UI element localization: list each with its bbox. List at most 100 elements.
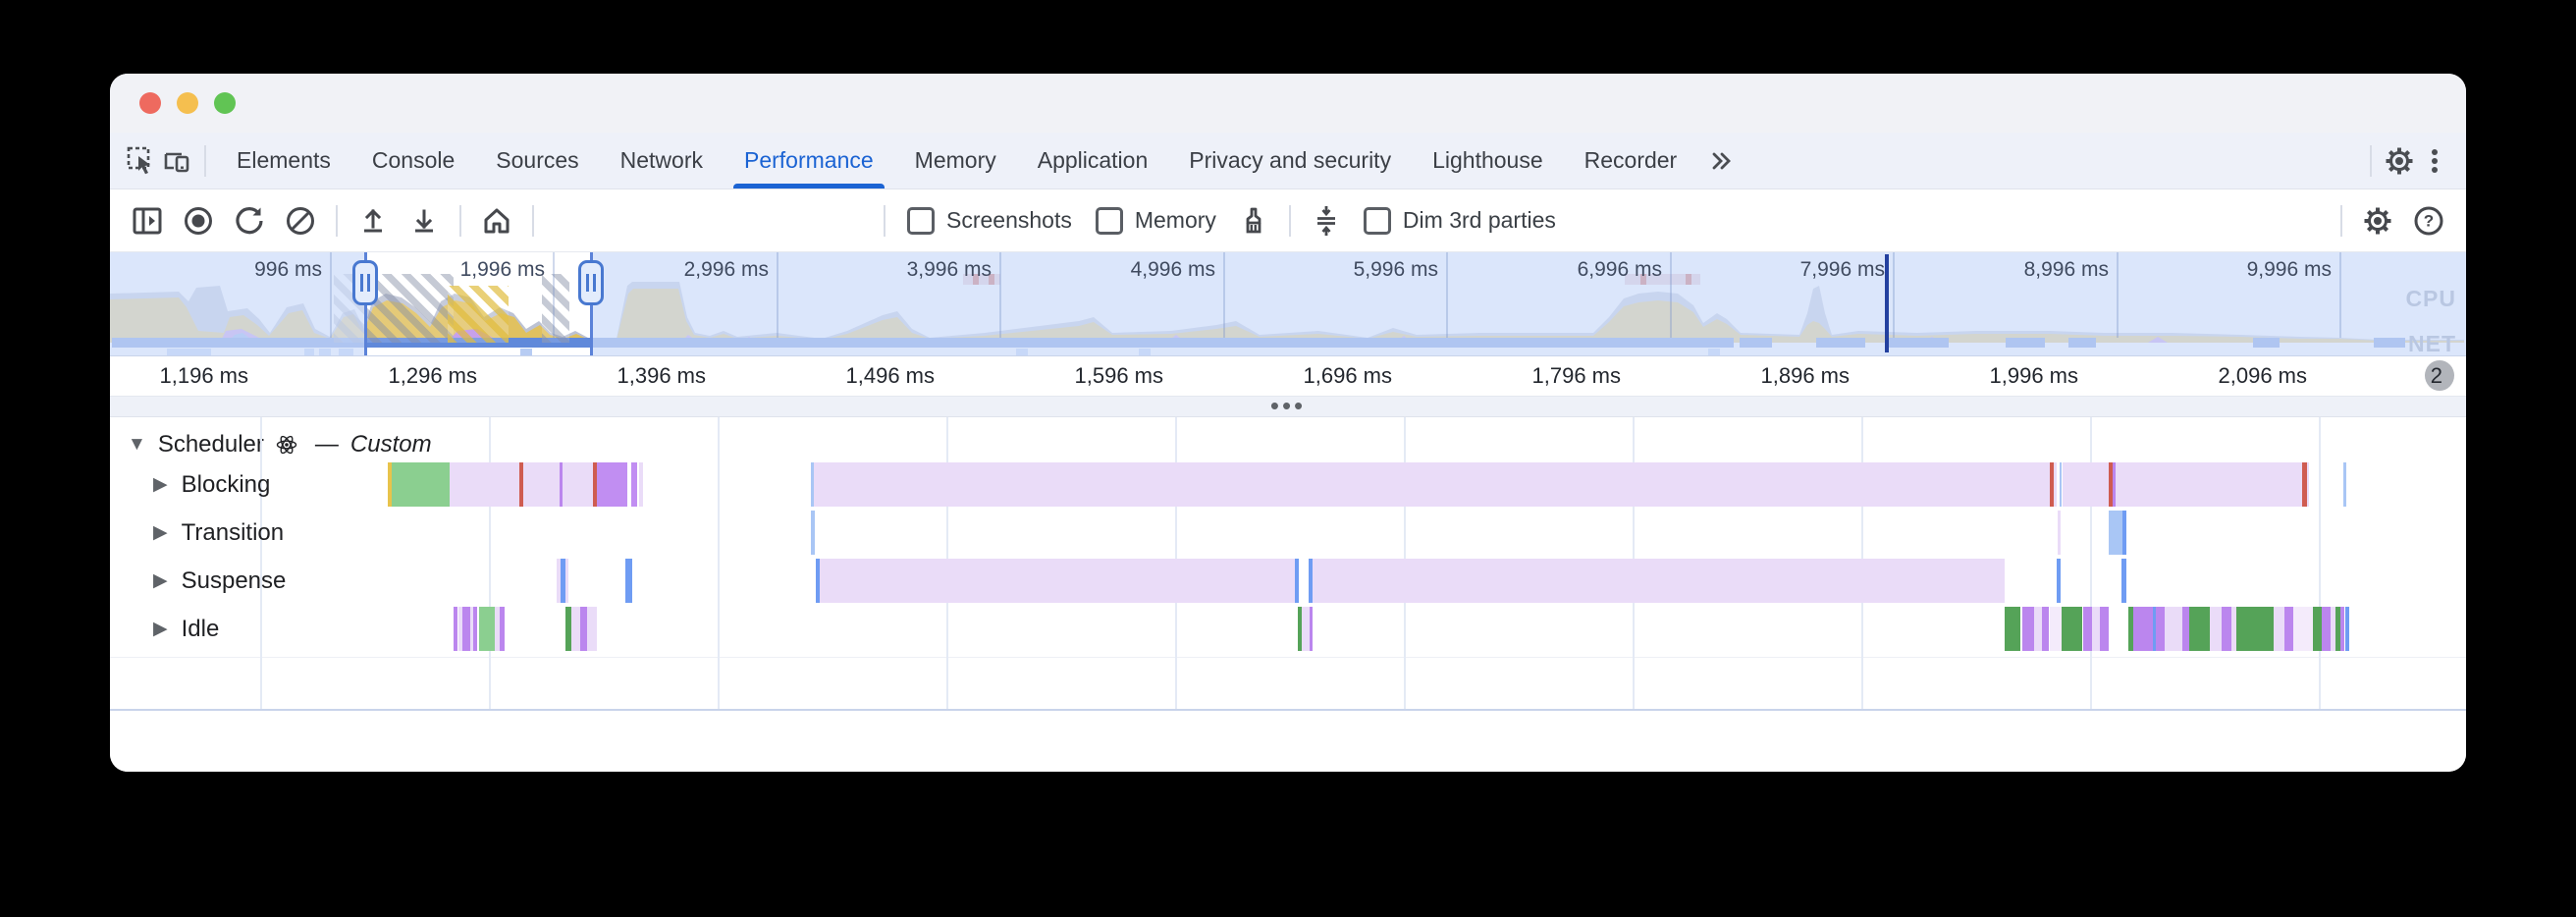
flame-segment[interactable] bbox=[597, 462, 627, 507]
collapse-caret-icon[interactable]: ▼ bbox=[128, 434, 146, 455]
help-icon[interactable]: ? bbox=[2403, 197, 2454, 244]
flame-segment[interactable] bbox=[816, 559, 1295, 603]
flame-segment[interactable] bbox=[2153, 607, 2156, 651]
flame-segment[interactable] bbox=[625, 559, 632, 603]
flame-segment[interactable] bbox=[2340, 607, 2344, 651]
flame-segment[interactable] bbox=[2128, 607, 2133, 651]
flame-segment[interactable] bbox=[2092, 607, 2100, 651]
zoom-window-button[interactable] bbox=[214, 92, 236, 114]
flame-segment[interactable] bbox=[2322, 607, 2331, 651]
flame-segment[interactable] bbox=[2057, 559, 2061, 603]
flame-segment[interactable] bbox=[811, 462, 2309, 507]
track-row-transition[interactable]: ▶Transition bbox=[153, 509, 284, 557]
device-toolbar-icon[interactable] bbox=[159, 143, 194, 179]
tab-memory[interactable]: Memory bbox=[914, 147, 996, 173]
flame-segment[interactable] bbox=[1309, 559, 1313, 603]
memory-checkbox[interactable]: Memory bbox=[1095, 206, 1216, 235]
close-window-button[interactable] bbox=[139, 92, 161, 114]
flame-segment[interactable] bbox=[495, 607, 500, 651]
expand-caret-icon[interactable]: ▶ bbox=[153, 474, 168, 495]
scrollbar-thumb[interactable] bbox=[2425, 360, 2454, 391]
flame-segment[interactable] bbox=[580, 607, 587, 651]
expand-caret-icon[interactable]: ▶ bbox=[153, 570, 168, 591]
flame-segment[interactable] bbox=[2100, 607, 2109, 651]
flame-segment[interactable] bbox=[2236, 607, 2274, 651]
flame-segment[interactable] bbox=[2113, 462, 2116, 507]
shortcuts-dialog-icon[interactable] bbox=[1301, 197, 1352, 244]
dim-3rd-parties-checkbox[interactable]: Dim 3rd parties bbox=[1363, 206, 1556, 235]
flame-segment[interactable] bbox=[2109, 511, 2122, 555]
screenshots-checkbox-box[interactable] bbox=[907, 206, 935, 235]
flame-segment[interactable] bbox=[2284, 607, 2293, 651]
divider-grip-icon[interactable]: ••• bbox=[1269, 391, 1307, 420]
flame-segment[interactable] bbox=[639, 462, 643, 507]
flame-segment[interactable] bbox=[479, 607, 495, 651]
flame-segment[interactable] bbox=[2313, 607, 2322, 651]
playhead-marker[interactable] bbox=[1885, 254, 1889, 352]
clear-icon[interactable] bbox=[275, 197, 326, 244]
settings-gear-icon[interactable] bbox=[2382, 143, 2417, 179]
flame-segment[interactable] bbox=[2345, 607, 2349, 651]
flame-segment[interactable] bbox=[2050, 607, 2062, 651]
tab-recorder[interactable]: Recorder bbox=[1583, 147, 1678, 173]
collect-garbage-icon[interactable] bbox=[1228, 197, 1279, 244]
upload-profile-icon[interactable] bbox=[348, 197, 399, 244]
flame-segment[interactable] bbox=[2034, 607, 2042, 651]
track-row-suspense[interactable]: ▶Suspense bbox=[153, 557, 286, 605]
record-and-reload-icon[interactable] bbox=[224, 197, 275, 244]
flame-segment[interactable] bbox=[2022, 607, 2034, 651]
flame-segment[interactable] bbox=[565, 559, 568, 603]
dim-3rd-parties-checkbox-box[interactable] bbox=[1363, 206, 1391, 235]
flame-segment[interactable] bbox=[470, 607, 473, 651]
flame-segment[interactable] bbox=[1309, 559, 2005, 603]
left-zoom-handle[interactable] bbox=[352, 260, 378, 305]
tab-sources[interactable]: Sources bbox=[496, 147, 579, 173]
flame-segment[interactable] bbox=[811, 511, 815, 555]
flame-segment[interactable] bbox=[454, 607, 457, 651]
flame-segment[interactable] bbox=[2109, 462, 2113, 507]
flame-segment[interactable] bbox=[571, 607, 580, 651]
minimize-window-button[interactable] bbox=[177, 92, 198, 114]
flame-segment[interactable] bbox=[2133, 607, 2153, 651]
flame-segment[interactable] bbox=[2083, 607, 2092, 651]
flame-segment[interactable] bbox=[1302, 607, 1310, 651]
flame-segment[interactable] bbox=[1310, 607, 1313, 651]
screenshots-checkbox[interactable]: Screenshots bbox=[907, 206, 1072, 235]
expand-caret-icon[interactable]: ▶ bbox=[153, 522, 168, 543]
flame-segment[interactable] bbox=[2182, 607, 2189, 651]
track-row-blocking[interactable]: ▶Blocking bbox=[153, 460, 270, 509]
right-zoom-handle[interactable] bbox=[578, 260, 604, 305]
flame-segment[interactable] bbox=[2231, 607, 2236, 651]
flame-segment[interactable] bbox=[2274, 607, 2284, 651]
flame-segment[interactable] bbox=[565, 607, 571, 651]
flame-segment[interactable] bbox=[2335, 607, 2340, 651]
toggle-sidebar-icon[interactable] bbox=[122, 197, 173, 244]
flame-segment[interactable] bbox=[500, 607, 505, 651]
flame-segment[interactable] bbox=[2165, 607, 2182, 651]
flame-segment[interactable] bbox=[2189, 607, 2210, 651]
flame-segment[interactable] bbox=[2060, 462, 2062, 507]
tab-elements[interactable]: Elements bbox=[237, 147, 331, 173]
flame-segment[interactable] bbox=[557, 559, 561, 603]
flame-segment[interactable] bbox=[2122, 511, 2126, 555]
tab-privacy-and-security[interactable]: Privacy and security bbox=[1189, 147, 1392, 173]
tab-application[interactable]: Application bbox=[1037, 147, 1149, 173]
flame-segment[interactable] bbox=[450, 462, 597, 507]
flame-segment[interactable] bbox=[458, 607, 462, 651]
customize-devtools-icon[interactable] bbox=[2417, 143, 2452, 179]
memory-checkbox-box[interactable] bbox=[1095, 206, 1123, 235]
flame-segment[interactable] bbox=[2156, 607, 2165, 651]
flame-segment[interactable] bbox=[587, 607, 597, 651]
flame-segment[interactable] bbox=[2121, 559, 2126, 603]
flame-segment[interactable] bbox=[2210, 607, 2222, 651]
flame-segment[interactable] bbox=[2058, 511, 2061, 555]
capture-settings-gear-icon[interactable] bbox=[2352, 197, 2403, 244]
flame-segment[interactable] bbox=[2005, 607, 2020, 651]
flame-segment[interactable] bbox=[561, 559, 565, 603]
flame-segment[interactable] bbox=[1295, 559, 1299, 603]
flame-segment[interactable] bbox=[2302, 462, 2307, 507]
flame-segment[interactable] bbox=[2042, 607, 2049, 651]
record-button[interactable] bbox=[173, 197, 224, 244]
tab-lighthouse[interactable]: Lighthouse bbox=[1432, 147, 1543, 173]
